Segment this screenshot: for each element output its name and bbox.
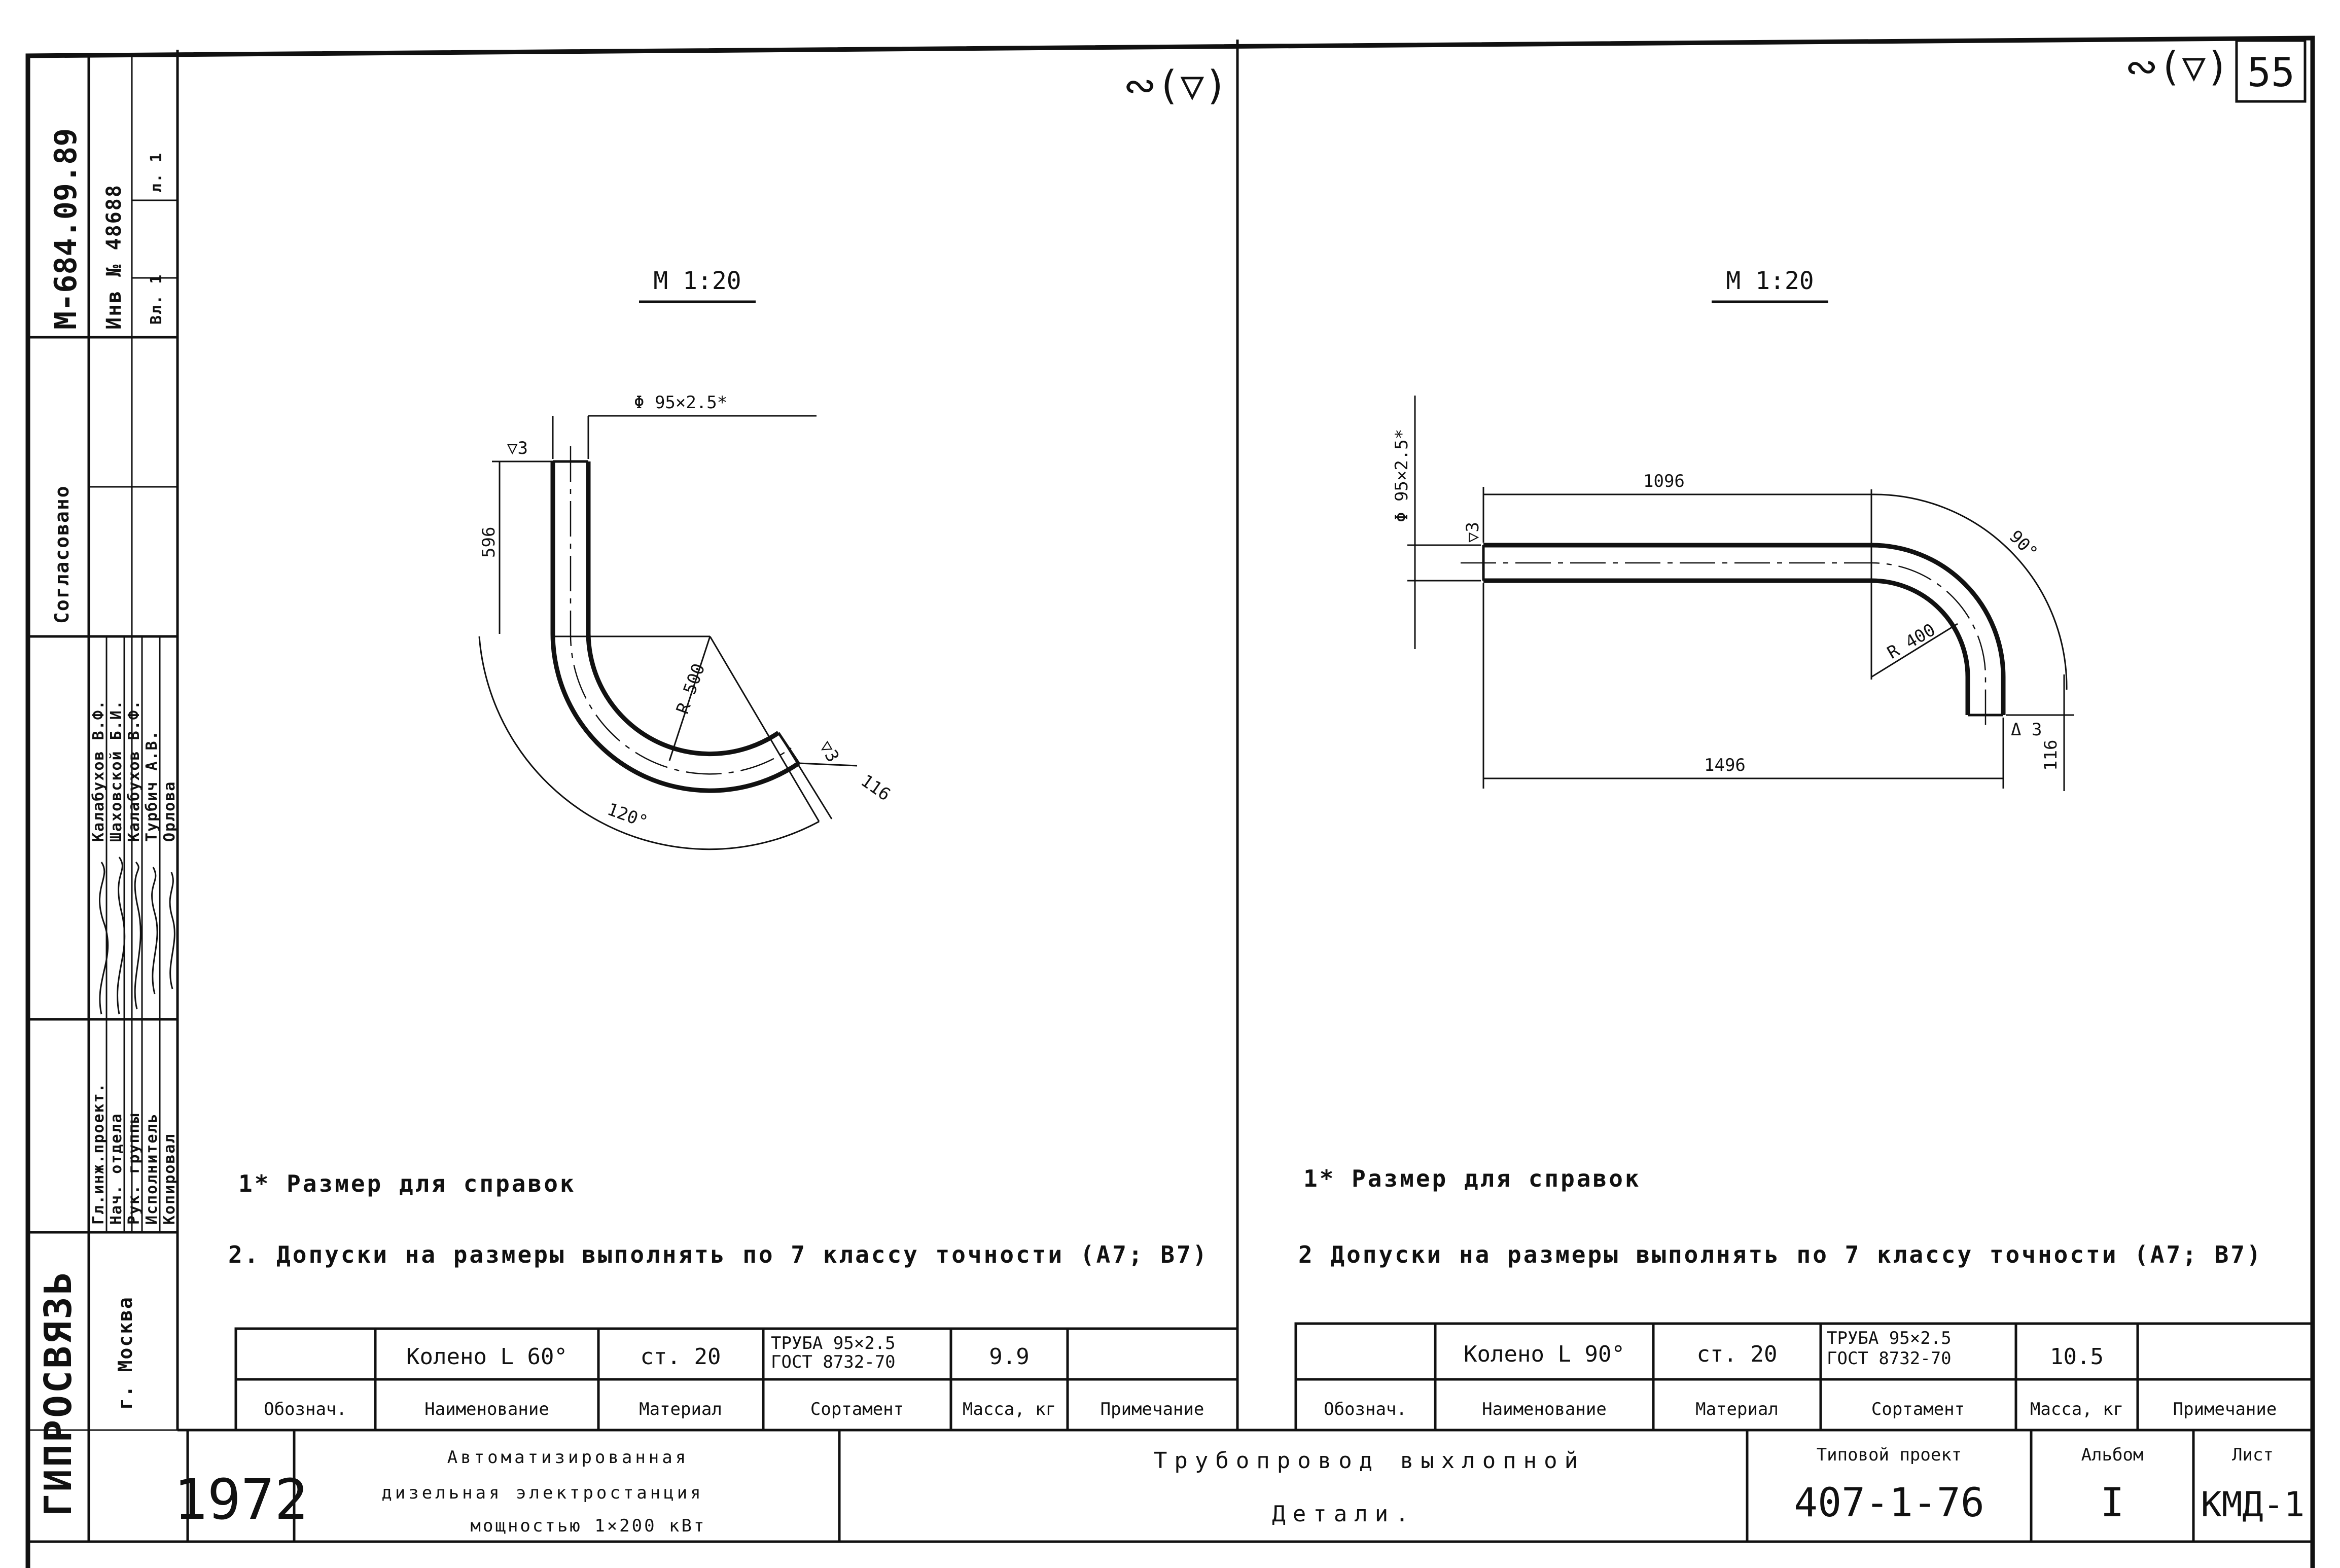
spec-right-assortment-1: ТРУБА 95×2.5 — [1827, 1328, 1952, 1348]
roughness-mark-left: ∾(▽) — [1123, 63, 1228, 109]
weld-mark-left-bottom: ▽3 — [815, 738, 843, 766]
weld-mark-left-top: ▽3 — [507, 438, 528, 458]
spec-right-mass: 10.5 — [2050, 1344, 2104, 1370]
dim-radius-right: R 400 — [1884, 620, 1939, 663]
inventory-number: Инв № 48688 — [102, 184, 126, 330]
page-number-box: 55 ∾(▽) — [2125, 39, 2307, 103]
typical-label: Типовой проект — [1817, 1445, 1962, 1465]
dim-angle-right: 90° — [2005, 526, 2042, 563]
note-1-right: 1* Размер для справок — [1303, 1165, 1641, 1192]
dim-end-right: 116 — [2041, 740, 2061, 771]
spec-right-assortment-2: ГОСТ 8732-70 — [1827, 1348, 1952, 1369]
side-code: М-684.09.89 — [48, 128, 84, 330]
scale-left: М 1:20 — [653, 267, 741, 295]
project-title-2: дизельная электростанция — [381, 1483, 703, 1503]
role-2: Нач. отдела — [108, 1113, 125, 1225]
agreed-label: Согласовано — [51, 485, 73, 624]
spec-table-right: Колено L 90° ст. 20 ТРУБА 95×2.5 ГОСТ 87… — [1294, 1322, 2314, 1432]
role-1: Гл.инж.проект. — [90, 1082, 108, 1225]
spec-right-header-mass: Масса, кг — [2030, 1399, 2123, 1419]
name-2: Шаховской Б.И. — [108, 699, 125, 842]
organization-city: г. Москва — [114, 1296, 136, 1410]
spec-right-header-note: Примечание — [2173, 1399, 2277, 1419]
name-5: Орлова — [161, 781, 179, 842]
spec-left-header-designation: Обознач. — [264, 1399, 347, 1419]
note-2-right: 2 Допуски на размеры выполнять по 7 клас… — [1298, 1241, 2263, 1268]
spec-right-header-assortment: Сортамент — [1871, 1399, 1965, 1419]
weld-mark-right-1: ▽3 — [1463, 522, 1483, 543]
role-5: Копировал — [161, 1133, 179, 1225]
sheet-frame — [25, 35, 2315, 1568]
spec-right-header-material: Материал — [1695, 1399, 1779, 1419]
album-label: Альбом — [2081, 1445, 2144, 1465]
name-3: Калабухов В.Ф. — [125, 699, 143, 842]
sheet-label: Лист — [2232, 1445, 2274, 1465]
dim-end-left: 116 — [857, 771, 894, 805]
object-title-2: Детали. — [1272, 1501, 1415, 1527]
note-1-left: 1* Размер для справок — [238, 1170, 576, 1197]
spec-right-header-name: Наименование — [1482, 1399, 1607, 1419]
organization-name: ГИПРОСВЯЗЬ — [37, 1270, 80, 1516]
spec-left-header-material: Материал — [639, 1399, 722, 1419]
weld-mark-right-2: Δ 3 — [2011, 720, 2042, 740]
role-4: Исполнитель — [143, 1113, 161, 1225]
role-3: Рук. группы — [125, 1113, 143, 1225]
project-title-1: Автоматизированная — [447, 1447, 689, 1468]
spec-left-header-name: Наименование — [424, 1399, 549, 1419]
dimensions-left: Φ 95×2.5* 596 ▽3 R 500 120° 116 ▽3 — [478, 393, 894, 850]
page-number: 55 — [2247, 50, 2295, 96]
note-2-left: 2. Допуски на размеры выполнять по 7 кла… — [228, 1241, 1209, 1268]
scale-right: М 1:20 — [1726, 267, 1814, 295]
project-title-3: мощностью 1×200 кВт — [471, 1516, 706, 1536]
handwritten-signatures — [99, 857, 175, 1015]
typical-number: 407-1-76 — [1794, 1480, 1984, 1526]
title-block: 1972 Автоматизированная дизельная электр… — [174, 1429, 2313, 1542]
dim-diameter-right: Φ 95×2.5* — [1392, 429, 1412, 522]
dimensions-right: Φ 95×2.5* 1096 ▽3 1496 R 400 90° 116 Δ 3 — [1392, 396, 2074, 791]
spec-left-assortment-1: ТРУБА 95×2.5 — [771, 1333, 896, 1353]
spec-left-header-mass: Масса, кг — [963, 1399, 1056, 1419]
spec-right-header-designation: Обознач. — [1324, 1399, 1407, 1419]
spec-left-name: Колено L 60° — [406, 1344, 568, 1370]
side-strip: М-684.09.89 Инв № 48688 Вл. 1 л. 1 Согла… — [28, 55, 179, 1542]
year: 1972 — [174, 1467, 308, 1532]
album-number: I — [2101, 1480, 2124, 1526]
roughness-mark-right: ∾(▽) — [2125, 44, 2229, 90]
sheet-short: л. 1 — [148, 152, 165, 193]
name-4: Турбич А.В. — [143, 730, 161, 842]
drawing-left: М 1:20 Φ 95×2.5* 596 ▽3 R 500 120° — [228, 267, 1209, 1268]
drawing-right: М 1:20 Φ 95×2.5* 1096 ▽3 1496 R 4 — [1298, 267, 2263, 1268]
spec-left-assortment-2: ГОСТ 8732-70 — [771, 1352, 896, 1372]
dim-top-right: 1096 — [1643, 471, 1685, 491]
spec-right-material: ст. 20 — [1697, 1341, 1778, 1367]
volume: Вл. 1 — [148, 274, 165, 325]
pipe-right — [1461, 527, 2006, 730]
spec-left-mass: 9.9 — [989, 1344, 1029, 1370]
dim-length-left: 596 — [479, 527, 499, 558]
spec-table-left: Колено L 60° ст. 20 ТРУБА 95×2.5 ГОСТ 87… — [234, 1327, 1239, 1432]
name-1: Калабухов В.Ф. — [90, 699, 108, 842]
sheet-number: КМД-1 — [2201, 1485, 2305, 1525]
object-title-1: Трубопровод выхлопной — [1154, 1448, 1585, 1474]
spec-left-material: ст. 20 — [641, 1344, 721, 1370]
spec-right-name: Колено L 90° — [1464, 1341, 1625, 1367]
dim-bottom-right: 1496 — [1704, 755, 1746, 775]
dim-diameter-left: Φ 95×2.5* — [634, 393, 727, 413]
dim-radius-left: R 500 — [672, 661, 710, 717]
spec-left-header-assortment: Сортамент — [810, 1399, 904, 1419]
spec-left-header-note: Примечание — [1101, 1399, 1204, 1419]
